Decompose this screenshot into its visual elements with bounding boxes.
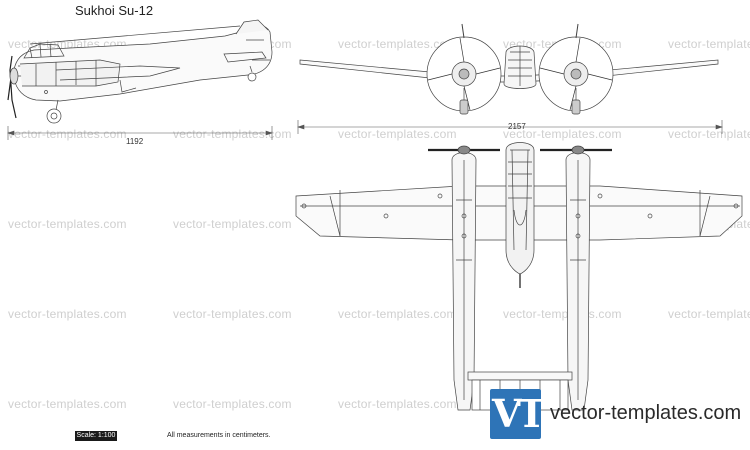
page-title: Sukhoi Su-12 <box>75 3 154 18</box>
wingspan-label: 2157 <box>508 122 526 131</box>
vector-templates-logo: VT <box>490 389 546 439</box>
top-view <box>295 142 743 411</box>
front-view <box>299 23 719 115</box>
side-dimension-line <box>7 126 273 140</box>
side-length-label: 1192 <box>126 137 144 146</box>
front-dimension-line <box>297 120 723 134</box>
logo-mark: VT <box>492 391 546 436</box>
measurement-note: All measurements in centimeters. <box>167 432 271 439</box>
scale-label: Scale: 1:100 <box>75 431 117 441</box>
logo-text: vector-templates.com <box>550 402 742 424</box>
side-view <box>7 19 273 124</box>
